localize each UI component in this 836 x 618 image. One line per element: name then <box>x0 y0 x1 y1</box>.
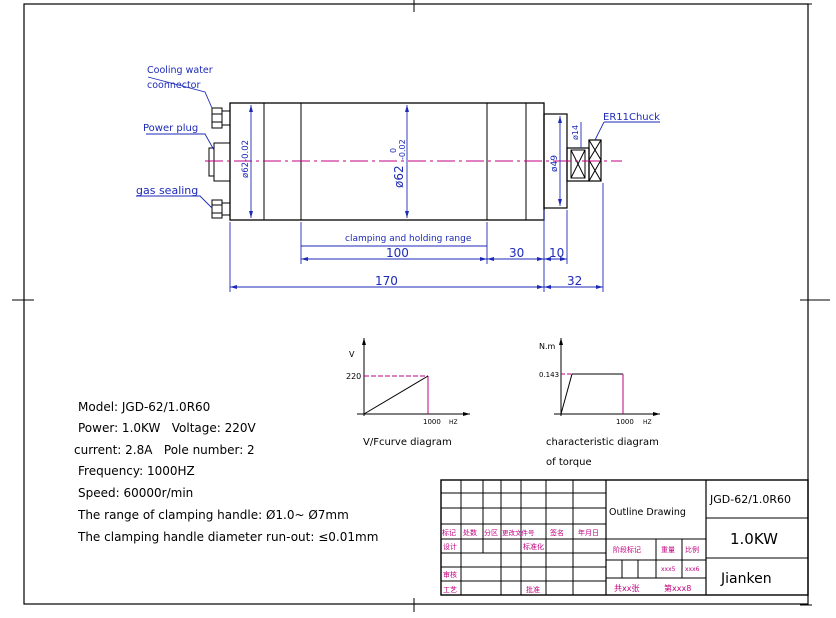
title-model: JGD-62/1.0R60 <box>709 493 791 506</box>
vf-curve <box>363 375 429 415</box>
cell-change-doc: 更改文件号 <box>502 528 535 537</box>
er11-chuck-label: ER11Chuck <box>603 112 660 123</box>
spec-clamping-range: The range of clamping handle: Ø1.0~ Ø7mm <box>77 508 349 522</box>
cooling-water-label: Cooling water <box>147 65 213 76</box>
dim-d14: ø14 <box>571 125 580 140</box>
cell-stage: 阶段标记 <box>613 545 641 554</box>
cell-designer: 设计 <box>443 542 457 551</box>
title-company: Jianken <box>720 571 772 587</box>
torque-ytick: 0.143 <box>539 371 559 379</box>
vf-caption: V/Fcurve diagram <box>363 437 452 448</box>
vf-xlabel: HZ <box>449 419 458 426</box>
cell-scale: 比例 <box>685 545 699 554</box>
torque-xlabel: HZ <box>643 419 652 426</box>
cell-weight-value: xxx5 <box>661 566 676 573</box>
spec-frequency: Frequency: 1000HZ <box>78 464 195 478</box>
spec-list: Model: JGD-62/1.0R60 Power: 1.0KW Voltag… <box>74 400 378 544</box>
cell-mark: 标记 <box>442 528 456 537</box>
clamping-range-label: clamping and holding range <box>345 234 472 244</box>
cell-count: 处数 <box>463 528 477 537</box>
torque-curve <box>560 373 623 415</box>
cell-approve: 批准 <box>526 585 540 594</box>
spec-current: current: 2.8A Pole number: 2 <box>74 443 255 457</box>
torque-caption-1: characteristic diagram <box>546 437 659 448</box>
dim-d62-left: ø62-0.02 <box>241 140 251 178</box>
spec-model: Model: JGD-62/1.0R60 <box>78 400 210 414</box>
spec-runout: The clamping handle diameter run-out: ≤0… <box>77 530 378 544</box>
title-power: 1.0KW <box>730 530 778 548</box>
gas-sealing-label: gas sealing <box>136 184 198 197</box>
dim-10: 10 <box>549 246 564 260</box>
cell-date: 年月日 <box>578 528 599 537</box>
cell-sheet-no: 第xxx8 <box>664 583 691 593</box>
dim-d62-tol-zero: 0 <box>389 148 398 153</box>
spec-power: Power: 1.0KW Voltage: 220V <box>78 421 257 435</box>
dim-170: 170 <box>375 274 398 288</box>
cell-scale-value: xxx6 <box>685 566 700 573</box>
cell-weight: 重量 <box>661 546 675 554</box>
power-plug-label: Power plug <box>143 123 198 134</box>
vf-ylabel: V <box>349 350 355 359</box>
torque-ylabel: N.m <box>539 342 556 351</box>
cell-sheets: 共xx张 <box>614 584 639 593</box>
vf-chart <box>357 338 470 416</box>
dim-d62: ø62 <box>392 165 406 188</box>
drawing-frame <box>23 3 809 605</box>
title-drawing-name: Outline Drawing <box>609 507 686 518</box>
torque-caption-2: of torque <box>546 457 592 468</box>
dim-32: 32 <box>567 274 582 288</box>
title-block <box>440 479 809 596</box>
cell-check: 审核 <box>443 570 457 579</box>
vf-ytick: 220 <box>346 372 361 381</box>
dim-d49: ø49 <box>550 155 560 172</box>
dimension-lines <box>136 76 660 292</box>
cell-standard: 标准化 <box>523 542 544 551</box>
spindle-drawing <box>205 102 622 221</box>
cell-sign: 签名 <box>550 528 564 537</box>
torque-xtick: 1000 <box>616 418 634 426</box>
dim-30: 30 <box>509 246 524 260</box>
torque-chart <box>554 338 660 416</box>
vf-xtick: 1000 <box>423 418 441 426</box>
spec-speed: Speed: 60000r/min <box>78 486 193 500</box>
cooling-connector-label: coonnector <box>147 80 200 91</box>
dim-100: 100 <box>386 246 409 260</box>
dim-d62-tol: -0.02 <box>398 139 407 160</box>
cell-zone: 分区 <box>484 528 498 537</box>
cell-craft: 工艺 <box>443 586 457 594</box>
